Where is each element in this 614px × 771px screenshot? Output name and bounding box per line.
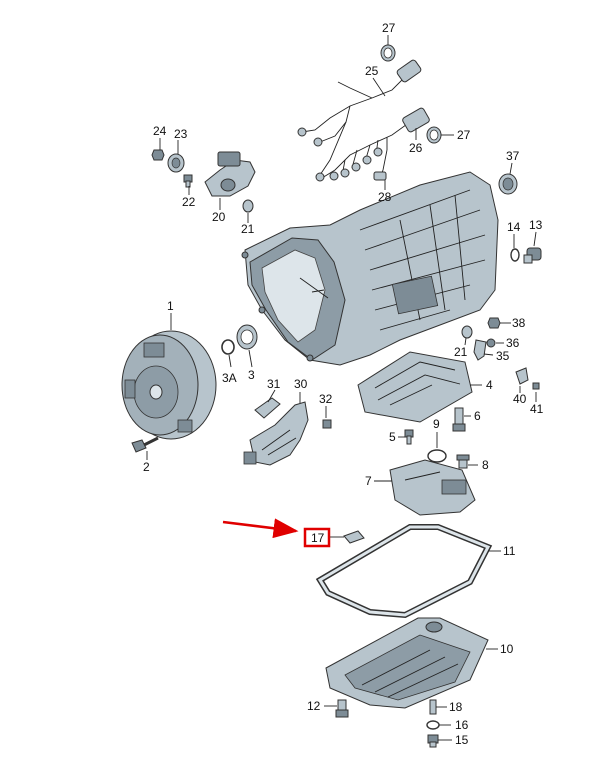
torque-converter	[121, 330, 217, 440]
seal-23	[167, 153, 185, 173]
label-8: 8	[482, 458, 489, 472]
bolt-32	[322, 419, 332, 429]
label-11: 11	[503, 544, 516, 558]
label-41: 41	[530, 402, 544, 416]
o-ring-27-right	[426, 126, 442, 144]
label-12: 12	[307, 699, 321, 713]
label-30: 30	[294, 377, 308, 391]
wiring-harness	[297, 59, 430, 182]
seal-3	[236, 324, 258, 350]
bolt-22	[183, 174, 193, 188]
part-labels: 27 25 26 27 28 24 23 22 20 21 37 14 13 3…	[143, 21, 544, 747]
label-17: 17	[311, 531, 325, 545]
label-20: 20	[212, 210, 226, 224]
label-21-mid: 21	[454, 345, 468, 359]
label-16: 16	[455, 718, 469, 732]
seal-21-mid	[461, 325, 473, 339]
label-21-top: 21	[241, 222, 255, 236]
label-38: 38	[512, 316, 526, 330]
label-27-top: 27	[382, 21, 396, 35]
plug-13	[523, 247, 542, 264]
leader-lines	[146, 35, 537, 741]
seal-21-top	[242, 199, 254, 213]
label-14: 14	[507, 220, 521, 234]
sensor-40	[515, 367, 529, 385]
highlight-box	[303, 527, 331, 548]
nut-36	[486, 338, 496, 348]
bolt-41	[532, 382, 540, 390]
o-ring-3a	[221, 339, 235, 355]
oil-filter-7	[389, 459, 476, 516]
bolt-38	[487, 317, 501, 329]
bolt-2	[131, 436, 159, 453]
seal-37	[498, 173, 518, 195]
label-28: 28	[378, 190, 392, 204]
label-2: 2	[143, 460, 150, 474]
transmission-housing	[241, 171, 499, 366]
o-ring-27-top	[380, 44, 396, 62]
label-15: 15	[455, 733, 469, 747]
selector-switch-20	[204, 151, 256, 197]
label-6: 6	[474, 409, 481, 423]
oil-pan-10	[325, 617, 489, 709]
label-26: 26	[409, 141, 423, 155]
mechatronic-part-31	[254, 397, 281, 419]
label-22: 22	[182, 195, 196, 209]
bolt-5	[404, 429, 414, 445]
label-40: 40	[513, 392, 527, 406]
label-24: 24	[153, 124, 167, 138]
valve-body-4	[357, 351, 473, 423]
label-13: 13	[529, 218, 543, 232]
o-ring-14	[510, 248, 520, 262]
label-32: 32	[319, 392, 333, 406]
magnet-17	[343, 530, 365, 544]
nut-24	[151, 149, 165, 161]
drain-plug-15	[427, 734, 439, 748]
gasket-11	[315, 524, 493, 619]
label-36: 36	[506, 336, 520, 350]
label-7: 7	[365, 474, 372, 488]
o-ring-9	[427, 449, 447, 463]
tube-18	[429, 699, 437, 715]
label-35: 35	[496, 349, 510, 363]
pointer-arrow	[222, 518, 299, 539]
label-1: 1	[167, 299, 174, 313]
label-27-right: 27	[457, 128, 471, 142]
label-23: 23	[174, 127, 188, 141]
label-31: 31	[267, 377, 281, 391]
mechatronic-part-30	[243, 401, 309, 466]
label-18: 18	[449, 700, 463, 714]
label-3a: 3A	[222, 371, 237, 385]
label-10: 10	[500, 642, 514, 656]
label-9: 9	[433, 417, 440, 431]
bracket-35	[473, 339, 487, 361]
label-4: 4	[486, 378, 493, 392]
label-3: 3	[248, 368, 255, 382]
label-5: 5	[389, 430, 396, 444]
bolt-8	[456, 454, 470, 469]
bolt-12	[335, 699, 349, 718]
label-37: 37	[506, 149, 520, 163]
o-ring-16	[426, 720, 440, 730]
bolt-6	[452, 407, 466, 432]
label-25: 25	[365, 64, 379, 78]
